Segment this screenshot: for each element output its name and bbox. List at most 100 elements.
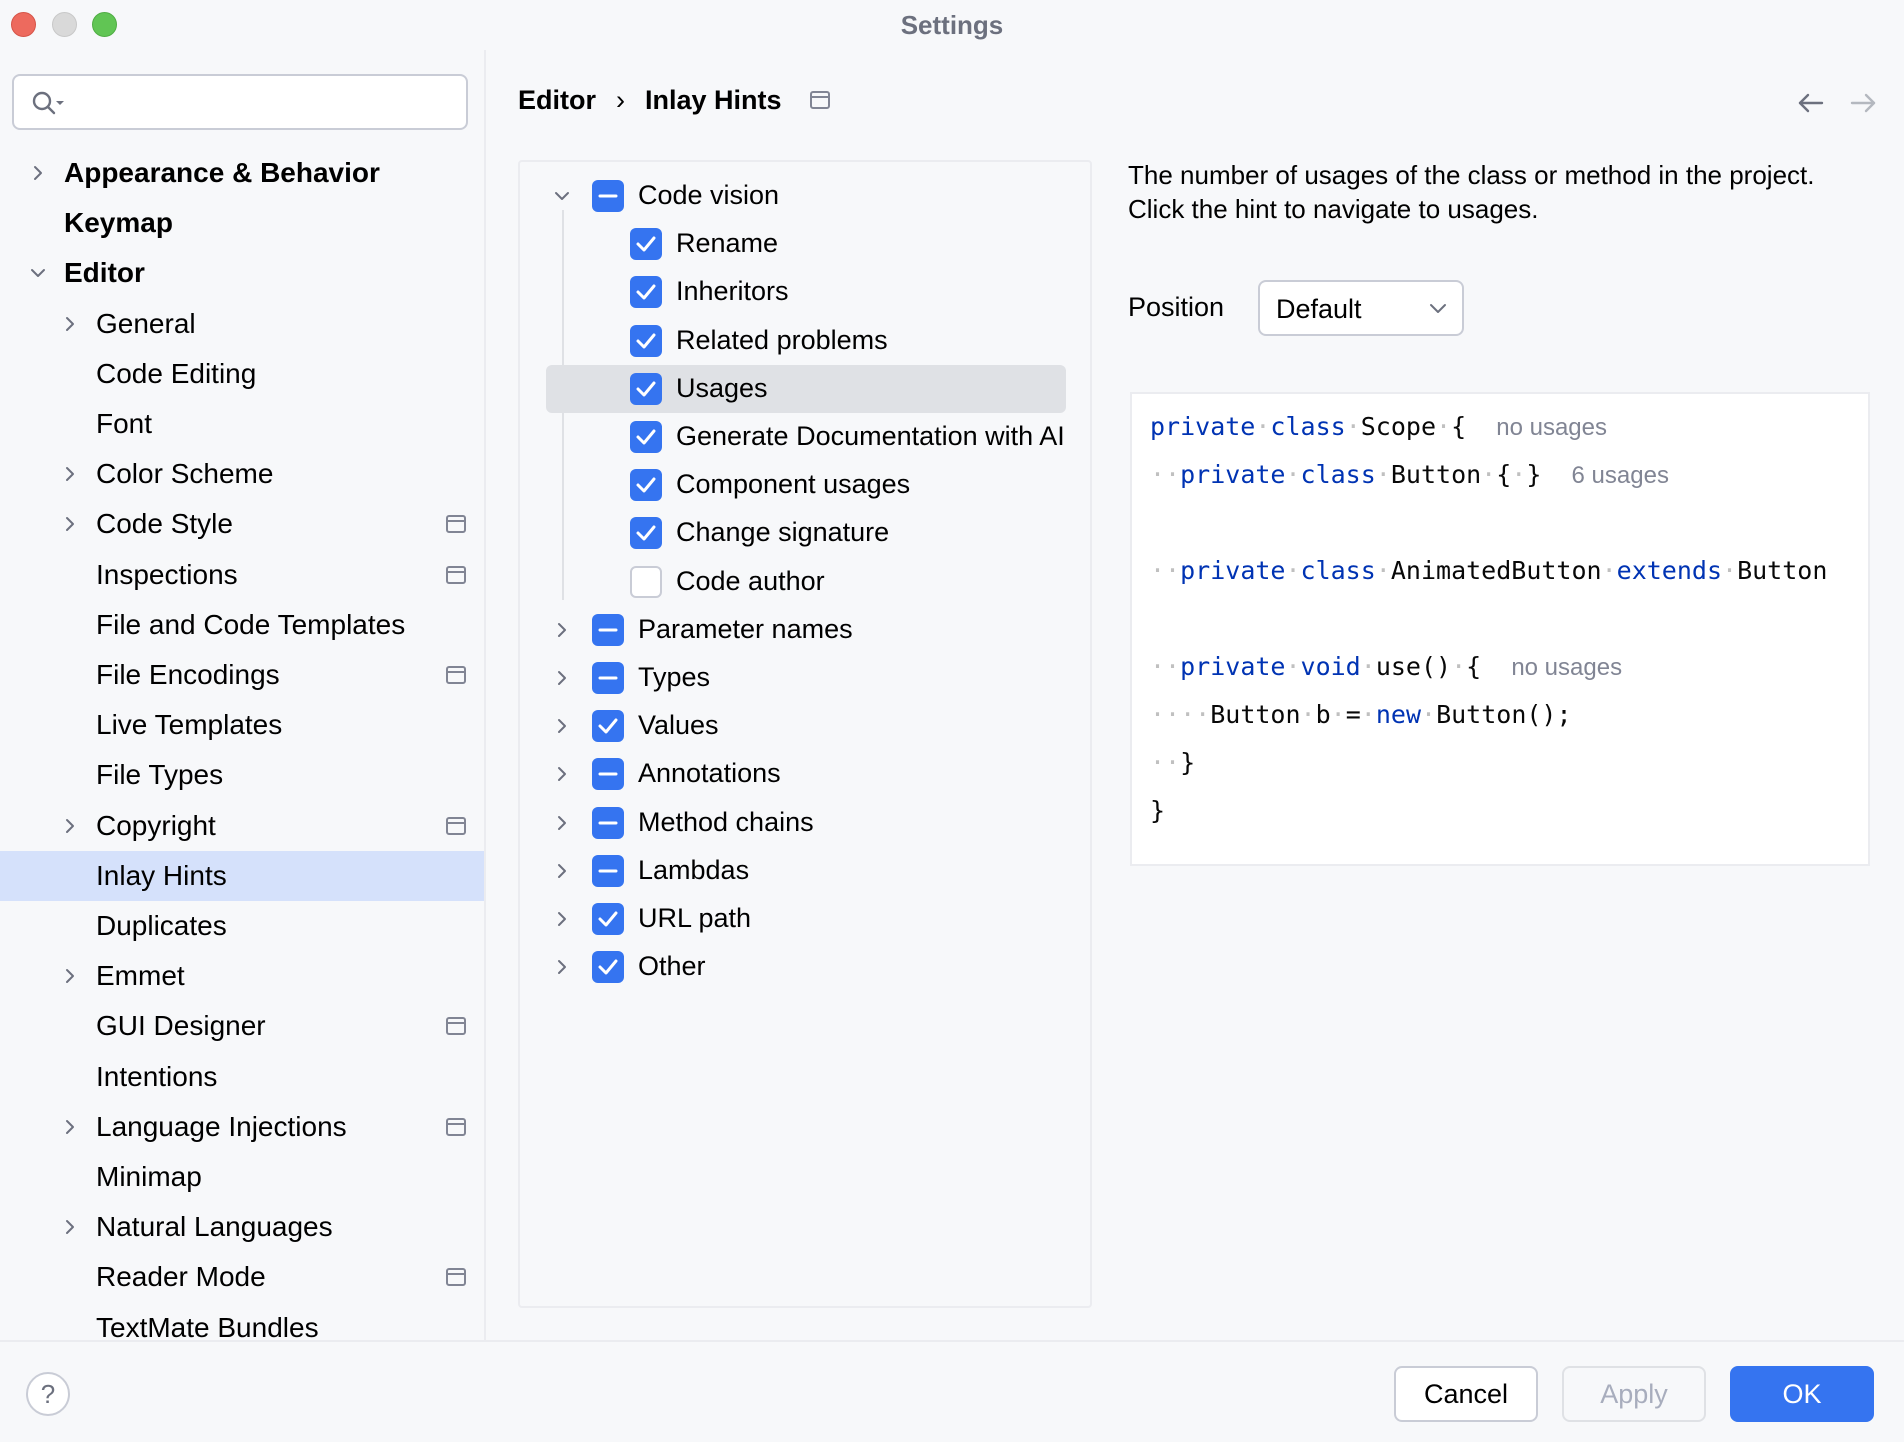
- chevron-right-icon[interactable]: [60, 966, 80, 986]
- chevron-right-icon[interactable]: [552, 668, 572, 688]
- code-token: ·: [1285, 460, 1301, 489]
- sidebar-item-code-editing[interactable]: Code Editing: [0, 349, 484, 399]
- checkbox-partial[interactable]: [592, 662, 624, 694]
- chevron-right-icon[interactable]: [60, 514, 80, 534]
- chevron-down-icon[interactable]: [552, 186, 572, 206]
- hint-option-inheritors[interactable]: Inheritors: [520, 268, 1090, 316]
- sidebar-item-intentions[interactable]: Intentions: [0, 1052, 484, 1102]
- hint-option-lambdas[interactable]: Lambdas: [520, 847, 1090, 895]
- checkbox-checked[interactable]: [630, 469, 662, 502]
- hint-option-code-vision[interactable]: Code vision: [520, 172, 1090, 220]
- sidebar-item-natural-languages[interactable]: Natural Languages: [0, 1202, 484, 1252]
- code-token: private: [1180, 652, 1286, 681]
- sidebar-item-color-scheme[interactable]: Color Scheme: [0, 449, 484, 499]
- breadcrumb-parent[interactable]: Editor: [518, 84, 596, 115]
- chevron-right-icon[interactable]: [60, 464, 80, 484]
- chevron-right-icon[interactable]: [552, 716, 572, 736]
- back-arrow-icon[interactable]: [1796, 88, 1826, 118]
- chevron-down-icon[interactable]: [28, 263, 48, 283]
- cancel-button[interactable]: Cancel: [1394, 1366, 1538, 1422]
- sidebar-item-keymap[interactable]: Keymap: [0, 198, 484, 248]
- checkbox-checked[interactable]: [630, 372, 662, 405]
- chevron-right-icon[interactable]: [552, 813, 572, 833]
- chevron-right-icon[interactable]: [552, 861, 572, 881]
- hint-option-change-signature[interactable]: Change signature: [520, 509, 1090, 557]
- chevron-right-icon[interactable]: [28, 163, 48, 183]
- close-window-button[interactable]: [11, 12, 36, 37]
- hint-option-other[interactable]: Other: [520, 943, 1090, 991]
- checkbox-partial[interactable]: [592, 180, 624, 212]
- sidebar-item-file-types[interactable]: File Types: [0, 750, 484, 800]
- checkbox-checked[interactable]: [592, 903, 624, 935]
- chevron-right-icon[interactable]: [60, 816, 80, 836]
- sidebar-item-file-and-code-templates[interactable]: File and Code Templates: [0, 600, 484, 650]
- sidebar-item-general[interactable]: General: [0, 299, 484, 349]
- sidebar-item-label: Code Style: [96, 508, 233, 540]
- checkbox-checked[interactable]: [630, 324, 662, 357]
- hint-option-code-author[interactable]: Code author: [520, 558, 1090, 606]
- hint-option-rename[interactable]: Rename: [520, 220, 1090, 268]
- sidebar-item-textmate-bundles[interactable]: TextMate Bundles: [0, 1303, 484, 1340]
- forward-arrow-icon[interactable]: [1848, 88, 1878, 118]
- sidebar-item-appearance-behavior[interactable]: Appearance & Behavior: [0, 148, 484, 198]
- sidebar-item-duplicates[interactable]: Duplicates: [0, 901, 484, 951]
- sidebar-item-live-templates[interactable]: Live Templates: [0, 700, 484, 750]
- sidebar-item-font[interactable]: Font: [0, 399, 484, 449]
- chevron-right-icon[interactable]: [552, 957, 572, 977]
- code-token: new: [1375, 700, 1421, 729]
- chevron-right-icon[interactable]: [60, 1217, 80, 1237]
- chevron-right-icon[interactable]: [60, 1117, 80, 1137]
- sidebar-item-inlay-hints[interactable]: Inlay Hints: [0, 850, 484, 901]
- checkbox-checked[interactable]: [630, 421, 662, 453]
- usages-hint[interactable]: 6 usages: [1571, 462, 1669, 489]
- sidebar-item-code-style[interactable]: Code Style: [0, 499, 484, 549]
- chevron-right-icon[interactable]: [552, 909, 572, 929]
- sidebar-item-minimap[interactable]: Minimap: [0, 1152, 484, 1202]
- sidebar-item-file-encodings[interactable]: File Encodings: [0, 650, 484, 700]
- hint-option-component-usages[interactable]: Component usages: [520, 461, 1090, 509]
- hint-option-method-chains[interactable]: Method chains: [520, 799, 1090, 847]
- sidebar-item-editor[interactable]: Editor: [0, 248, 484, 298]
- checkbox-partial[interactable]: [592, 806, 624, 839]
- sidebar-item-reader-mode[interactable]: Reader Mode: [0, 1252, 484, 1302]
- hint-option-types[interactable]: Types: [520, 654, 1090, 702]
- sidebar-item-inspections[interactable]: Inspections: [0, 550, 484, 600]
- help-button[interactable]: ?: [26, 1372, 70, 1416]
- usages-hint[interactable]: no usages: [1511, 654, 1623, 681]
- hint-option-related-problems[interactable]: Related problems: [520, 317, 1090, 365]
- chevron-right-icon[interactable]: [552, 620, 572, 640]
- checkbox-partial[interactable]: [592, 613, 624, 646]
- checkbox-partial[interactable]: [592, 758, 624, 791]
- hint-option-usages[interactable]: Usages: [546, 364, 1066, 413]
- checkbox-checked[interactable]: [630, 276, 662, 309]
- checkbox-checked[interactable]: [630, 517, 662, 550]
- ok-button[interactable]: OK: [1730, 1366, 1874, 1422]
- search-field[interactable]: [12, 74, 468, 130]
- maximize-window-button[interactable]: [92, 12, 117, 37]
- checkbox-partial[interactable]: [592, 854, 624, 887]
- apply-button[interactable]: Apply: [1562, 1366, 1706, 1422]
- usages-hint[interactable]: no usages: [1496, 414, 1608, 441]
- hint-option-annotations[interactable]: Annotations: [520, 750, 1090, 798]
- checkbox-checked[interactable]: [630, 228, 662, 261]
- search-input[interactable]: [84, 86, 454, 120]
- checkbox-checked[interactable]: [592, 951, 624, 984]
- hint-option-values[interactable]: Values: [520, 702, 1090, 750]
- minimize-window-button[interactable]: [52, 12, 77, 37]
- code-token: Scope: [1360, 412, 1437, 441]
- hint-option-url-path[interactable]: URL path: [520, 895, 1090, 943]
- sidebar-item-gui-designer[interactable]: GUI Designer: [0, 1001, 484, 1051]
- sidebar-item-language-injections[interactable]: Language Injections: [0, 1102, 484, 1152]
- hint-option-parameter-names[interactable]: Parameter names: [520, 606, 1090, 654]
- position-dropdown[interactable]: Default: [1258, 280, 1464, 336]
- hint-option-generate-documentation-with-ai[interactable]: Generate Documentation with AI: [520, 413, 1090, 461]
- chevron-right-icon[interactable]: [552, 764, 572, 784]
- sidebar-item-emmet[interactable]: Emmet: [0, 951, 484, 1001]
- code-token: ·: [1255, 412, 1271, 441]
- sidebar-item-copyright[interactable]: Copyright: [0, 801, 484, 851]
- code-token: use(): [1375, 652, 1452, 681]
- checkbox-checked[interactable]: [592, 710, 624, 743]
- chevron-right-icon[interactable]: [60, 314, 80, 334]
- checkbox-unchecked[interactable]: [630, 565, 662, 598]
